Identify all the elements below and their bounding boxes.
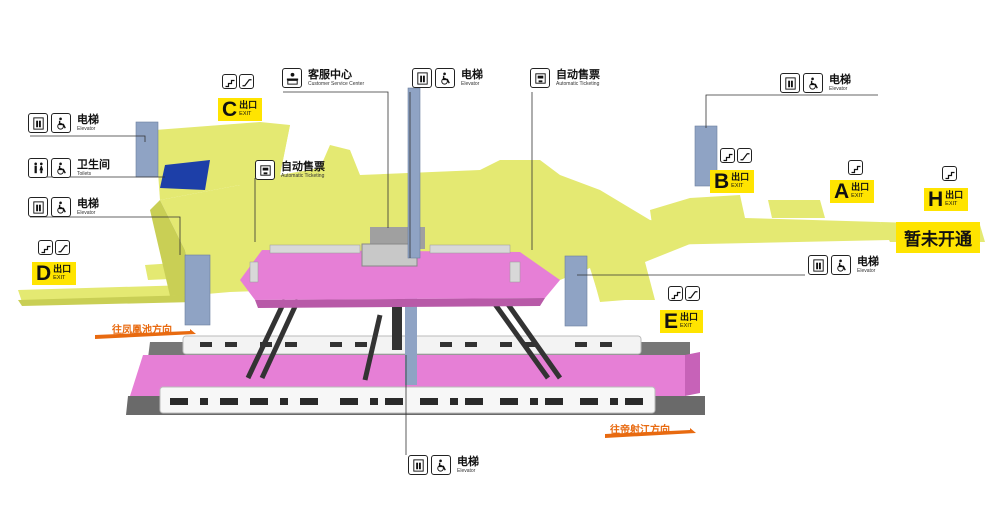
exit-d-icons [38, 240, 70, 255]
train-lower [159, 386, 656, 414]
wheelchair-icon [51, 197, 71, 217]
escalator-icon [737, 148, 752, 163]
exit-h-icons [942, 166, 957, 181]
direction-arrow-left [95, 329, 196, 339]
direction-left-label: 往凤凰池方向 [112, 325, 172, 336]
elevator-icon [780, 73, 800, 93]
stairs-icon [720, 148, 735, 163]
stairs-icon [38, 240, 53, 255]
wheelchair-icon [51, 113, 71, 133]
wheelchair-icon [51, 158, 71, 178]
ticket-machine-icon [255, 160, 275, 180]
toilet-icon [28, 158, 48, 178]
elevator-icon [28, 113, 48, 133]
direction-arrow-right [605, 428, 696, 438]
elevator-icon [412, 68, 432, 88]
not-open-sign: 暂未开通 [896, 222, 980, 253]
exit-e-icons [668, 286, 700, 301]
escalators [245, 298, 563, 381]
platform-floor-right [685, 352, 700, 396]
escalator-icon [239, 74, 254, 89]
elevator-shafts [135, 87, 718, 327]
customer-service-icon [282, 68, 302, 88]
escalator-icon [55, 240, 70, 255]
elevator-icon [408, 455, 428, 475]
fare-gates [249, 244, 521, 283]
elevator-icon [808, 255, 828, 275]
exit-c-icons [222, 74, 254, 89]
exit-a-icons [848, 160, 863, 175]
wheelchair-icon [831, 255, 851, 275]
toilet-room [160, 160, 210, 190]
wheelchair-icon [435, 68, 455, 88]
ticket-machine-icon [530, 68, 550, 88]
wheelchair-icon [803, 73, 823, 93]
direction-right-label: 往帝射江方向 [610, 425, 670, 436]
escalator-icon [685, 286, 700, 301]
paid-area [240, 250, 560, 300]
stairs-icon [222, 74, 237, 89]
elevator-shaft-center [405, 295, 417, 385]
exit-b-icons [720, 148, 752, 163]
stairs-icon [668, 286, 683, 301]
elevator-icon [28, 197, 48, 217]
stairs-icon [848, 160, 863, 175]
wheelchair-icon [431, 455, 451, 475]
stairs-icon [942, 166, 957, 181]
